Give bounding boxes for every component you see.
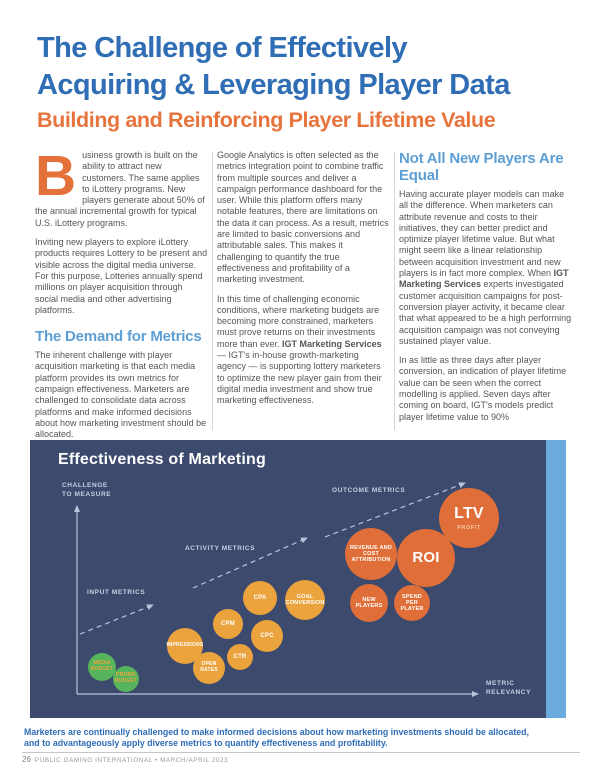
body-paragraph: In as little as three days after player … xyxy=(399,355,567,422)
bubble-ctr: CTR xyxy=(227,644,253,670)
bubble-label: SPEND PER PLAYER xyxy=(400,593,424,613)
bubble-label: LTV xyxy=(454,505,484,523)
bubble-cpm: CPM xyxy=(213,609,243,639)
bubble-cpc: CPC xyxy=(251,620,283,652)
bubble-label: ROI xyxy=(412,549,440,567)
bubble-new-players: NEW PLAYERS xyxy=(350,584,388,622)
bubble-spend-per-player: SPEND PER PLAYER xyxy=(394,585,430,621)
bubble-label: CPC xyxy=(260,632,274,639)
body-paragraph: The inherent challenge with player acqui… xyxy=(35,350,207,438)
section-heading: Not All New Players Are Equal xyxy=(399,150,564,184)
drop-cap: B xyxy=(35,150,77,208)
bubble-roi: ROI xyxy=(397,529,455,587)
bubble-label: PROMO BUDGET xyxy=(114,672,138,684)
bubble-goal-conversion: GOAL CONVERSION xyxy=(285,580,325,620)
bubble-plot: CHALLENGE TO MEASURE INPUT METRICS ACTIVIT… xyxy=(30,440,546,718)
section-heading: The Demand for Metrics xyxy=(35,328,202,346)
bubble-label: IMPRESSIONS xyxy=(166,642,204,649)
chart-caption: Marketers are continually challenged to … xyxy=(24,727,529,748)
article-subtitle: Building and Reinforcing Player Lifetime… xyxy=(37,108,496,132)
bubble-label: NEW PLAYERS xyxy=(355,596,383,609)
body-paragraph: Having accurate player models can make a… xyxy=(399,189,572,346)
accent-strip xyxy=(546,440,566,718)
bubble-label: CTR xyxy=(233,653,247,660)
y-axis-label: CHALLENGE TO MEASURE xyxy=(62,482,112,498)
body-paragraph: Inviting new players to explore iLottery… xyxy=(35,237,208,315)
marketing-effectiveness-chart: CHALLENGE TO MEASURE INPUT METRICS ACTIVIT… xyxy=(30,440,546,718)
chart-axes-and-arrows xyxy=(74,482,479,697)
outcome-metrics-label: OUTCOME METRICS xyxy=(332,487,406,494)
bubble-revenue-and-cost-attribution: REVENUE AND COST ATTRIBUTION xyxy=(345,528,397,580)
bubble-media-budget: MEDIA BUDGET xyxy=(88,653,116,681)
footer-rule xyxy=(22,752,580,753)
chart-title: Effectiveness of Marketing xyxy=(58,451,266,468)
x-axis-label: METRIC RELEVANCY xyxy=(486,680,532,696)
input-metrics-label: INPUT METRICS xyxy=(87,589,146,596)
bubble-label: REVENUE AND COST ATTRIBUTION xyxy=(349,544,393,564)
body-paragraph: In this time of challenging economic con… xyxy=(217,293,382,406)
bubble-label: CPA xyxy=(253,594,267,601)
bubble-label: CPM xyxy=(221,620,235,627)
bubble-label: MEDIA BUDGET xyxy=(90,660,114,672)
bubble-open-rates: OPEN RATES xyxy=(193,652,225,684)
bubble-cpa: CPA xyxy=(243,581,277,615)
bubble-sublabel: PROFIT xyxy=(457,524,481,531)
title-line-1: The Challenge of Effectively xyxy=(37,32,408,64)
page-footer: 26 PUBLIC GAMING INTERNATIONAL • MARCH/A… xyxy=(22,755,228,764)
title-line-2: Acquiring & Leveraging Player Data xyxy=(37,69,510,101)
magazine-name: PUBLIC GAMING INTERNATIONAL • MARCH/APRI… xyxy=(34,757,229,764)
bubble-promo-budget: PROMO BUDGET xyxy=(113,666,139,692)
bubble-label: GOAL CONVERSION xyxy=(285,593,325,606)
page-number: 26 xyxy=(22,755,31,764)
body-paragraph: Google Analytics is often selected as th… xyxy=(217,150,389,285)
column-divider xyxy=(212,152,213,430)
activity-metrics-label: ACTIVITY METRICS xyxy=(185,545,256,552)
column-divider xyxy=(394,152,395,430)
article-column: Google Analytics is often selected as th… xyxy=(217,150,390,438)
bubble-label: OPEN RATES xyxy=(200,661,218,673)
